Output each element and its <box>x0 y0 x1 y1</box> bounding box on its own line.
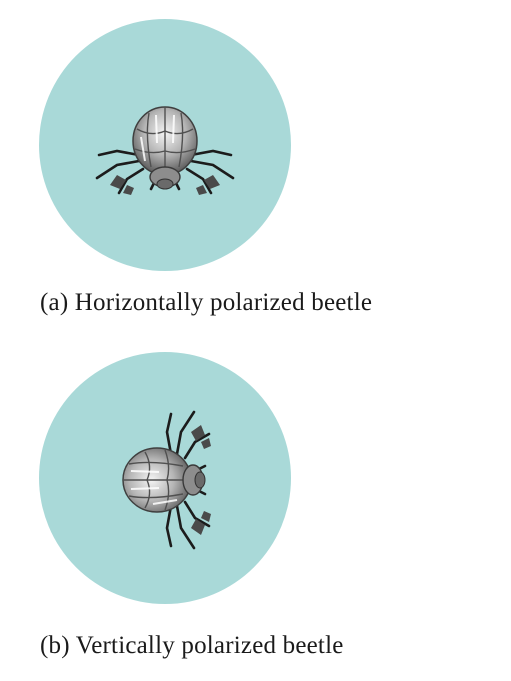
beetle-highlights <box>130 470 178 505</box>
caption-b: (b) Vertically polarized beetle <box>40 632 344 659</box>
beetle-feet <box>191 425 211 535</box>
beetle-feet <box>110 175 220 195</box>
beetle-legs <box>95 149 235 195</box>
panel-horizontal: (a) Horizontally polarized beetle <box>0 0 511 340</box>
beetle-mouth <box>194 471 206 489</box>
beetle-mouth <box>156 178 174 190</box>
figure-b <box>39 352 291 604</box>
beetle-shell-segments <box>134 107 196 173</box>
beetle-icon <box>95 106 235 195</box>
beetle-icon <box>122 410 211 550</box>
beetle-highlights <box>140 114 175 162</box>
panel-vertical: (b) Vertically polarized beetle <box>0 340 511 681</box>
caption-a: (a) Horizontally polarized beetle <box>40 289 373 316</box>
figure-a <box>39 19 291 271</box>
